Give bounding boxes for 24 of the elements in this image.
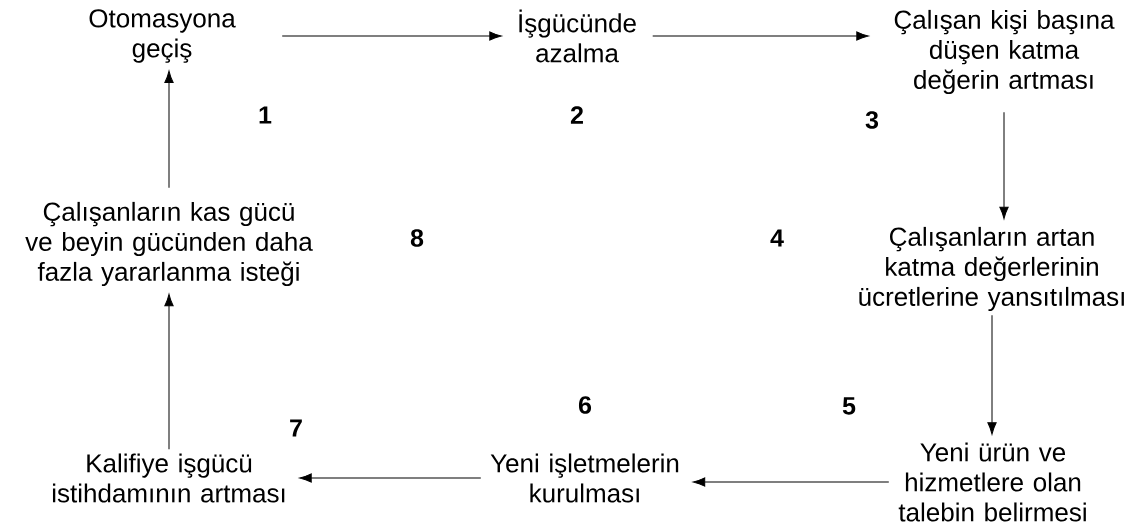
arrow (692, 477, 890, 487)
arrow (999, 111, 1009, 219)
arrow (164, 70, 174, 189)
step-text: Çalışanların artan katma değerlerinin ücretlerine yansıtılması (859, 226, 1124, 312)
step-text: Çalışan kişi başına düşen katma değerin artması (894, 9, 1115, 95)
arrow (652, 31, 869, 41)
step-text: Kalifiye işgücü istihdamının artması (53, 453, 285, 503)
arrow (164, 294, 174, 450)
step-text: İşgücünde azalma (519, 9, 636, 63)
step-text: Otomasyona geçiş (89, 9, 236, 63)
step-number: 1 (259, 106, 272, 124)
step-number: 8 (410, 229, 424, 247)
step-text: Yeni işletmelerin kurulması (490, 453, 679, 503)
step-number: 2 (570, 106, 583, 124)
step-number: 7 (290, 419, 302, 437)
arrow (281, 31, 502, 41)
step-text: Çalışanların kas gücü ve beyin gücünden daha fazla yararlanma isteği (25, 201, 313, 287)
step-number: 3 (865, 111, 879, 129)
arrow (987, 314, 997, 435)
step-number: 5 (842, 397, 856, 415)
step-text: Yeni ürün ve hizmetlere olan talebin belirmesi (898, 442, 1086, 522)
step-number: 6 (578, 396, 592, 414)
arrow (299, 473, 482, 483)
step-number: 4 (770, 229, 784, 247)
